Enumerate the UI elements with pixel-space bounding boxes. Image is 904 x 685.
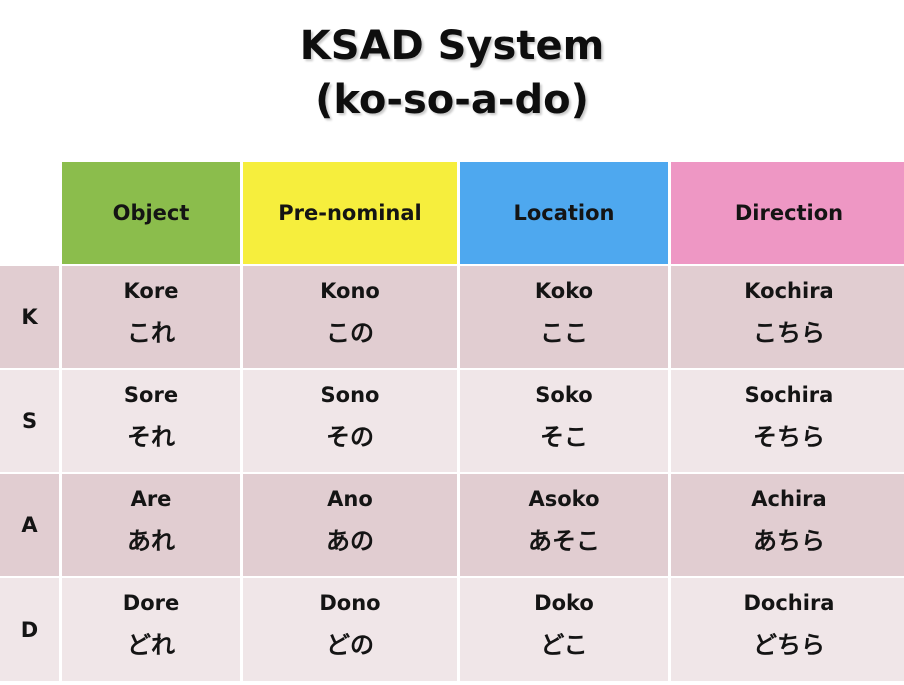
kana-text: これ [127, 319, 175, 347]
table-cell: Kono この [243, 266, 457, 368]
table-cell: Ano あの [243, 474, 457, 576]
romaji-text: Dore [122, 591, 180, 615]
kana-text: あちら [753, 527, 825, 555]
kana-text: あれ [127, 527, 175, 555]
kana-text: そちら [753, 423, 825, 451]
row-header-a: A [0, 474, 59, 576]
table-cell: Asoko あそこ [460, 474, 668, 576]
romaji-text: Kochira [744, 279, 834, 303]
table-cell: Achira あちら [671, 474, 904, 576]
row-header-d: D [0, 578, 59, 681]
kana-text: こちら [753, 319, 825, 347]
kana-text: どこ [540, 631, 588, 659]
romaji-text: Soko [535, 383, 593, 407]
romaji-text: Koko [534, 279, 594, 303]
row-header-k: K [0, 266, 59, 368]
kana-text: ここ [540, 319, 588, 347]
table-cell: Dore どれ [62, 578, 240, 681]
table-cell: Are あれ [62, 474, 240, 576]
page-title: KSAD System [299, 23, 605, 69]
kana-text: あそこ [528, 527, 600, 555]
kana-text: どれ [127, 631, 175, 659]
kana-text: その [326, 423, 374, 451]
table-cell: Sore それ [62, 370, 240, 472]
romaji-text: Doko [534, 591, 594, 615]
romaji-text: Kore [123, 279, 179, 303]
row-header-s: S [0, 370, 59, 472]
romaji-text: Sore [123, 383, 179, 407]
ksad-table: Object Pre-nominal Location Direction K … [0, 162, 904, 681]
table-cell: Koko ここ [460, 266, 668, 368]
kana-text: どちら [753, 631, 825, 659]
table-cell: Dono どの [243, 578, 457, 681]
romaji-text: Sochira [744, 383, 834, 407]
table-cell: Sochira そちら [671, 370, 904, 472]
column-header-pre-nominal: Pre-nominal [243, 162, 457, 264]
romaji-text: Are [130, 487, 172, 511]
table-cell: Soko そこ [460, 370, 668, 472]
romaji-text: Kono [320, 279, 380, 303]
romaji-text: Achira [751, 487, 827, 511]
kana-text: この [326, 319, 374, 347]
romaji-text: Sono [320, 383, 380, 407]
page-subtitle: (ko-so-a-do) [315, 77, 589, 123]
kana-text: そこ [540, 423, 588, 451]
kana-text: どの [326, 631, 374, 659]
kana-text: あの [326, 527, 374, 555]
table-cell: Dochira どちら [671, 578, 904, 681]
kana-text: それ [127, 423, 175, 451]
table-cell: Doko どこ [460, 578, 668, 681]
romaji-text: Ano [327, 487, 373, 511]
column-header-location: Location [460, 162, 668, 264]
table-cell: Kochira こちら [671, 266, 904, 368]
table-corner [0, 162, 59, 264]
table-cell: Sono その [243, 370, 457, 472]
romaji-text: Dochira [743, 591, 835, 615]
table-cell: Kore これ [62, 266, 240, 368]
romaji-text: Dono [319, 591, 381, 615]
romaji-text: Asoko [528, 487, 600, 511]
column-header-direction: Direction [671, 162, 904, 264]
column-header-object: Object [62, 162, 240, 264]
